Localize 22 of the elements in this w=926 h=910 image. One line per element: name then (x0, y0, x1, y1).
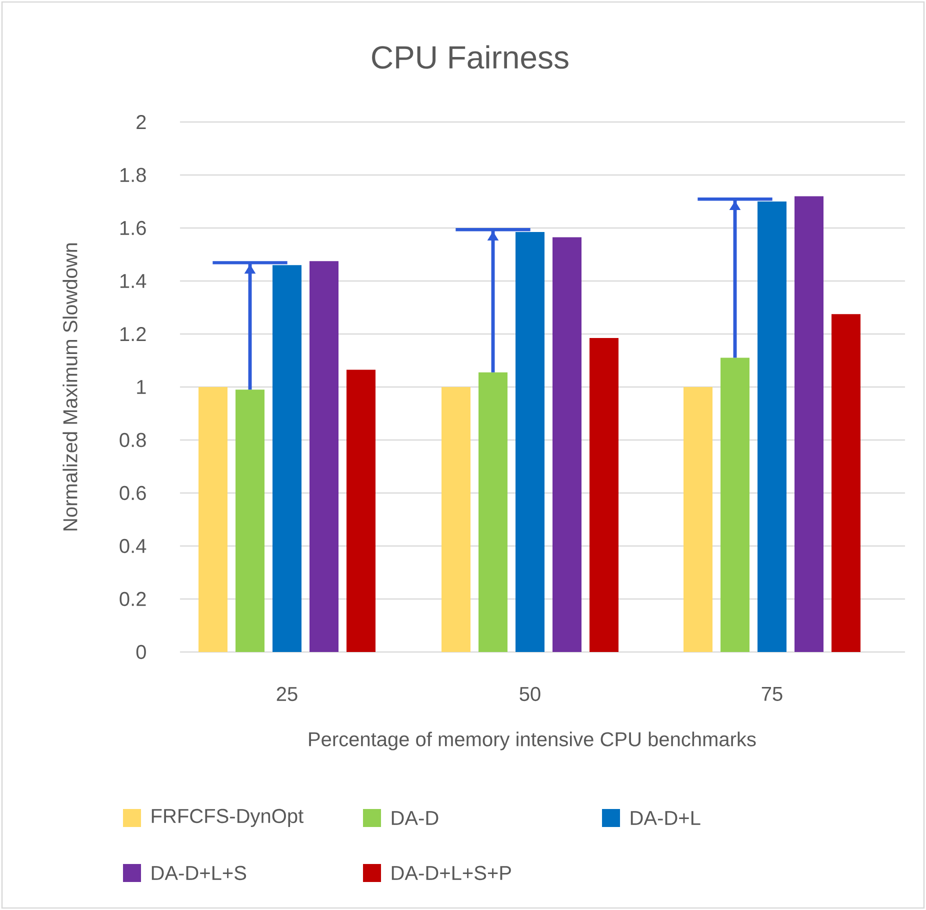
legend-label: DA-D+L (630, 811, 700, 825)
chart-title: CPU Fairness (372, 45, 568, 69)
tick-label: 1 (137, 380, 146, 394)
tick-label: 1.4 (120, 274, 146, 288)
tick-label: 50 (520, 686, 540, 702)
tick-label: 1.2 (120, 327, 146, 341)
tick-label: 0.2 (120, 592, 146, 606)
axis-title: Normalized Maximum Slowdown (62, 243, 78, 530)
legend-label: DA-D (392, 811, 438, 825)
tick-label: 1.6 (120, 220, 146, 236)
tick-label: 25 (276, 686, 298, 702)
tick-label: 1.8 (120, 168, 146, 182)
tick-label: 0.4 (120, 538, 146, 554)
tick-label: 0.6 (120, 486, 146, 500)
tick-label: 75 (762, 687, 782, 701)
legend-label: DA-D+L+S (152, 866, 246, 880)
legend-label: FRFCFS-DynOpt (152, 808, 304, 828)
tick-label: 2 (136, 115, 146, 129)
axis-title: Percentage of memory intensive CPU benchmarks (309, 732, 756, 750)
tick-label: 0 (136, 644, 146, 660)
tick-label: 0.8 (120, 432, 146, 448)
legend-label: DA-D+L+S+P (392, 866, 511, 880)
